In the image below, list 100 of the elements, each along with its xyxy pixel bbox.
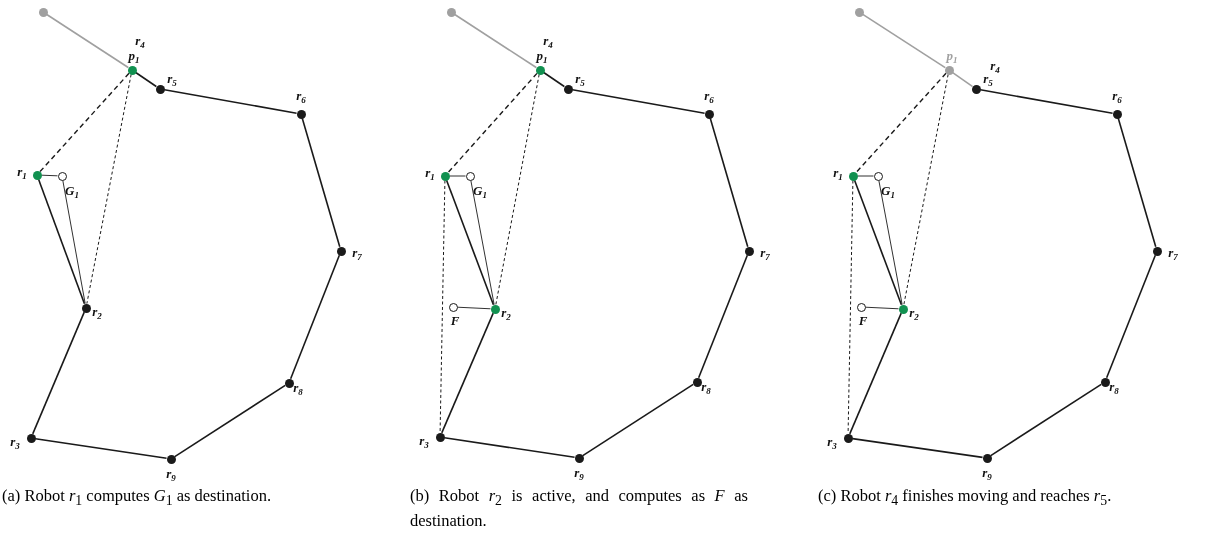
segment-line <box>865 306 899 310</box>
start-point <box>854 7 864 17</box>
segment-line <box>979 89 1114 114</box>
point-label: r$_{5}$ <box>575 71 585 89</box>
point-label: r$_{9}$ <box>982 465 992 483</box>
robot-dot <box>692 377 702 387</box>
segment-line <box>289 254 341 380</box>
point-label: r$_{8}$ <box>701 379 711 397</box>
segment-line <box>41 174 58 177</box>
point-label: r$_{6}$ <box>1112 88 1122 106</box>
point-label: G$_{1}$ <box>473 183 487 201</box>
dashed-line <box>903 73 949 306</box>
figure-caption: (a) Robot r$_{1}$ computes G$_{1}$ as destination. <box>2 485 273 511</box>
segment-line <box>37 178 86 305</box>
robot-dot <box>898 304 908 314</box>
segment-line <box>301 117 341 248</box>
robot-dot <box>744 246 754 256</box>
start-point <box>38 7 48 17</box>
segment-line <box>445 179 495 306</box>
dashed-line <box>86 73 132 305</box>
point-label: r$_{6}$ <box>296 88 306 106</box>
destination-point <box>465 171 475 181</box>
segment-line <box>163 89 298 114</box>
robot-dot <box>166 454 176 464</box>
figure-caption: (c) Robot r$_{4}$ finishes moving and reaches r$_{5}$. <box>818 485 1113 511</box>
destination-point <box>856 302 866 312</box>
robot-dot <box>848 171 858 181</box>
point-label: r$_{1}$ <box>425 165 435 183</box>
point-label: p$_{1}$ <box>536 48 548 66</box>
robot-dot <box>535 65 545 75</box>
robot-dot <box>563 84 573 94</box>
point-label: r$_{7}$ <box>1168 245 1178 263</box>
segment-line <box>862 13 946 69</box>
point-label: p$_{1}$ <box>946 48 958 66</box>
robot-dot <box>26 433 36 443</box>
robot-dot <box>704 109 714 119</box>
segment-line <box>582 383 694 457</box>
robot-dot <box>1100 377 1110 387</box>
segment-line <box>62 180 86 304</box>
segment-line <box>34 437 168 460</box>
segment-line <box>45 13 130 69</box>
robot-dot <box>32 170 42 180</box>
robot-dot <box>336 246 346 256</box>
point-label: r$_{5}$ <box>983 71 993 89</box>
segment-line <box>851 437 984 459</box>
point-label: r$_{7}$ <box>352 245 362 263</box>
segment-line <box>571 89 706 114</box>
destination-point <box>57 171 67 181</box>
point-label: r$_{6}$ <box>704 88 714 106</box>
dashed-line <box>847 180 854 434</box>
segment-line <box>951 71 974 88</box>
dashed-line <box>447 72 538 174</box>
point-label: r$_{4}$ <box>543 33 553 51</box>
segment-line <box>174 384 287 458</box>
dashed-line <box>855 72 947 174</box>
point-label: G$_{1}$ <box>65 183 79 201</box>
segment-line <box>542 71 566 88</box>
robot-dot <box>971 84 981 94</box>
destination-point <box>448 302 458 312</box>
point-label: r$_{2}$ <box>501 305 511 323</box>
point-label: r$_{3}$ <box>827 434 837 452</box>
robot-dot <box>944 65 954 75</box>
robot-dot <box>1152 246 1162 256</box>
point-label: r$_{9}$ <box>574 465 584 483</box>
point-label: r$_{4}$ <box>135 33 145 51</box>
robot-dot <box>490 304 500 314</box>
segment-line <box>853 179 903 306</box>
segment-line <box>848 312 903 435</box>
robot-dot <box>284 378 294 388</box>
segment-line <box>31 311 86 435</box>
robot-dot <box>574 453 584 463</box>
point-label: r$_{1}$ <box>17 164 27 182</box>
robot-dot <box>440 171 450 181</box>
robot-dot <box>1112 109 1122 119</box>
segment-line <box>457 306 491 310</box>
dashed-line <box>495 73 540 306</box>
segment-line <box>449 175 466 177</box>
destination-point <box>873 171 883 181</box>
segment-line <box>440 312 495 434</box>
point-label: r$_{5}$ <box>167 71 177 89</box>
point-label: r$_{8}$ <box>1109 379 1119 397</box>
robot-dot <box>127 65 137 75</box>
point-label: r$_{8}$ <box>293 380 303 398</box>
figure-caption: (b) Robot r$_{2}$ is active, and computes as F as destination. <box>410 485 748 532</box>
segment-line <box>1117 117 1157 248</box>
point-label: p$_{1}$ <box>128 48 140 66</box>
point-label: r$_{4}$ <box>990 58 1000 76</box>
segment-line <box>443 436 576 459</box>
dashed-line <box>39 72 130 173</box>
robot-dot <box>982 453 992 463</box>
dashed-line <box>439 180 446 433</box>
segment-line <box>990 383 1102 457</box>
point-label: r$_{9}$ <box>166 466 176 484</box>
segment-line <box>878 179 903 306</box>
point-label: F <box>858 313 868 327</box>
segment-line <box>470 179 495 306</box>
point-label: r$_{1}$ <box>833 165 843 183</box>
point-label: G$_{1}$ <box>881 183 895 201</box>
point-label: r$_{3}$ <box>10 434 20 452</box>
point-label: r$_{3}$ <box>419 433 429 451</box>
